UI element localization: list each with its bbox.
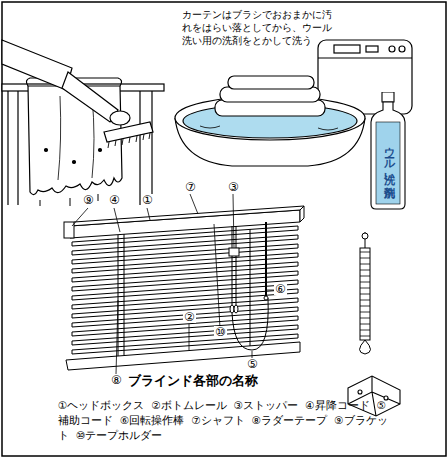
window-blind	[264, 296, 268, 300]
window-blind	[124, 234, 125, 355]
window-blind	[232, 298, 268, 350]
bottle-text: ウール洗い洗剤	[381, 139, 396, 178]
label-area: ウール洗い洗剤	[368, 102, 408, 214]
washing-machine	[366, 46, 378, 52]
window-blind	[66, 342, 300, 370]
curtain	[58, 96, 94, 180]
leader-line	[190, 194, 198, 214]
bottle-body	[371, 102, 405, 209]
leader-line	[267, 290, 274, 291]
window-blind	[300, 206, 304, 222]
callout-number: ②	[183, 311, 196, 323]
arm-with-brush	[62, 72, 118, 122]
window-blind	[230, 305, 234, 313]
window-blind	[64, 222, 74, 238]
washing-machine	[334, 45, 360, 53]
arm-with-brush	[104, 122, 153, 142]
callout-number: ①	[141, 194, 154, 206]
curtain	[40, 194, 98, 206]
balcony-railing	[151, 91, 152, 205]
window-blind	[232, 226, 233, 306]
wash-basin	[228, 76, 314, 89]
leader-line	[114, 208, 120, 232]
parts-key: ①ヘッドボックス②ボトムレール③ストッパー④昇降コード⑤補助コード⑥回転操作棒⑦…	[58, 398, 388, 443]
window-blind	[229, 248, 239, 256]
tilt-wand	[360, 340, 371, 354]
balcony-railing	[17, 91, 18, 205]
window-blind	[118, 235, 119, 356]
tilt-wand	[360, 232, 371, 354]
arm-with-brush	[2, 40, 153, 148]
window-blind	[250, 229, 251, 346]
callout-number: ④	[108, 194, 121, 206]
part-name: ⑩テープホルダー	[76, 429, 162, 441]
leader-line	[147, 208, 150, 220]
callout-number: ⑧	[110, 374, 123, 386]
washing-machine	[318, 57, 412, 58]
part-name: ⑦シャフト	[191, 414, 244, 426]
part-name: ①ヘッドボックス	[58, 399, 144, 411]
tilt-wand	[360, 248, 370, 340]
callout-number: ⑤	[246, 358, 259, 370]
leader-line	[72, 194, 274, 374]
window-blind	[236, 226, 237, 306]
balcony-railing	[139, 91, 140, 205]
figure-title: ブラインド各部の名称	[128, 373, 258, 390]
curtain	[73, 161, 76, 164]
window-blind	[234, 305, 238, 313]
arm-with-brush	[108, 133, 150, 148]
curtain	[99, 149, 102, 152]
callout-number: ③	[227, 181, 240, 193]
window-blind	[64, 206, 304, 370]
bracket-part	[358, 390, 362, 394]
tilt-wand	[362, 233, 368, 239]
leader-line	[116, 300, 118, 374]
leader-line	[214, 224, 220, 328]
washing-machine	[399, 46, 405, 52]
tilt-wand	[360, 252, 370, 336]
callout-number: ⑩	[214, 326, 227, 338]
leader-line	[252, 351, 253, 358]
bottle-cap	[382, 92, 394, 102]
washing-machine	[389, 46, 395, 52]
wash-basin	[175, 76, 365, 166]
bottle-label	[376, 122, 400, 204]
part-name: ②ボトムレール	[151, 399, 226, 411]
curtain	[45, 149, 48, 152]
detergent-bottle: ウール洗い洗剤	[368, 92, 408, 210]
callout-number: ⑥	[274, 283, 287, 295]
arm-with-brush	[110, 111, 130, 125]
part-name: ⑧ラダーテープ	[252, 414, 327, 426]
callout-number: ⑨	[82, 194, 95, 206]
part-name: ④昇降コード	[305, 399, 369, 411]
leader-line	[72, 208, 88, 226]
part-name: ⑥回転操作棒	[120, 414, 184, 426]
part-name: ③ストッパー	[234, 399, 298, 411]
balcony-railing	[7, 91, 8, 205]
window-blind	[70, 206, 304, 226]
callout-number: ⑦	[184, 181, 197, 193]
arm-with-brush	[2, 40, 72, 90]
leader-line	[233, 194, 234, 248]
wash-basin	[200, 126, 338, 130]
leader-line	[189, 324, 190, 350]
instruction-note: カーテンはブラシでおおまかに汚 れをはらい落としてから、ウール 洗い用の洗剤をと…	[182, 8, 336, 47]
window-blind	[265, 222, 267, 296]
